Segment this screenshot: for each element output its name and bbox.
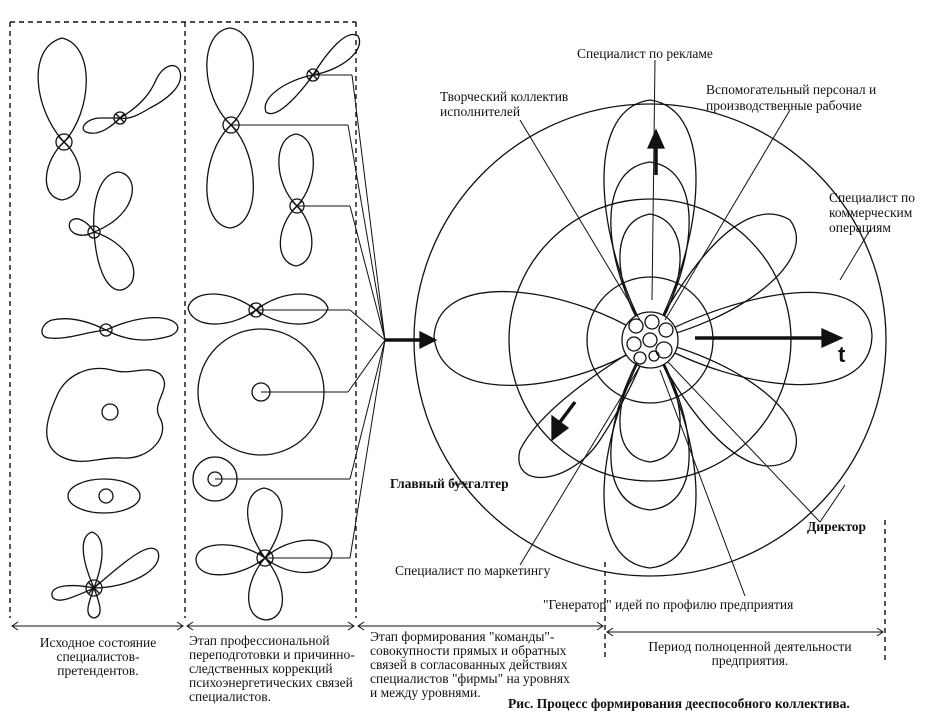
stage-3-line-5: и между уровнями. bbox=[370, 685, 481, 700]
stage-4-line-1: Период полноценной деятельности bbox=[648, 639, 852, 654]
entry-arrow bbox=[385, 330, 438, 350]
shape-four-lobe-1 bbox=[51, 531, 160, 619]
figure-caption: Рис. Процесс формирования дееспособного … bbox=[508, 696, 850, 711]
shape-wavy-1 bbox=[82, 64, 182, 134]
label-director: Директор bbox=[807, 519, 867, 534]
shape-four-lobe-2 bbox=[195, 487, 333, 621]
label-generator: "Генератор" идей по профилю предприятия bbox=[543, 597, 794, 612]
stage-2-line-5: специалистов. bbox=[189, 689, 271, 704]
stage-2-line-1: Этап профессиональной bbox=[189, 633, 330, 648]
column-2-shapes bbox=[187, 27, 361, 621]
stage-caption-4: Период полноценной деятельности предприя… bbox=[620, 640, 880, 668]
time-axis-arrow bbox=[695, 327, 844, 349]
connection-lines bbox=[215, 74, 386, 559]
label-marketing: Специалист по маркетингу bbox=[395, 563, 551, 578]
stage-4-line-2: предприятия. bbox=[711, 653, 789, 668]
label-commercial-3: операциям bbox=[829, 220, 891, 235]
label-creative-team-1: Творческий коллектив bbox=[440, 89, 569, 104]
label-commercial-1: Специалист по bbox=[829, 190, 915, 205]
stage-2-line-2: переподготовки и причинно- bbox=[189, 647, 355, 662]
petal-top-outer bbox=[603, 99, 697, 342]
stage-span-arrows bbox=[11, 621, 884, 637]
label-aux-staff-2: производственные рабочие bbox=[706, 98, 862, 113]
shape-two-lobe-3 bbox=[264, 33, 361, 115]
stage-1-line-3: претендентов. bbox=[57, 663, 139, 678]
petal-lower-right bbox=[648, 339, 797, 467]
shape-horizontal-two-lobe bbox=[187, 293, 329, 325]
leader-director-1 bbox=[667, 361, 821, 523]
stage-2-line-3: следственных коррекций bbox=[189, 661, 333, 676]
shape-two-lobe-1 bbox=[37, 37, 87, 201]
stage-1-line-2: специалистов- bbox=[56, 649, 140, 664]
outer-circle bbox=[413, 103, 887, 577]
shape-three-lobe-1 bbox=[68, 171, 135, 291]
petal-bottom-outer bbox=[603, 338, 697, 569]
leader-creative-team bbox=[519, 119, 641, 321]
shape-two-lobe-4 bbox=[278, 133, 314, 267]
label-advertising: Специалист по рекламе bbox=[577, 46, 713, 61]
shape-two-lobe-2 bbox=[206, 27, 255, 229]
shape-blob-1 bbox=[46, 367, 166, 463]
column-1-shapes bbox=[37, 37, 182, 619]
leader-generator bbox=[659, 369, 746, 597]
leader-lines bbox=[452, 59, 871, 597]
petal-upper-right bbox=[648, 213, 797, 341]
inner-circle bbox=[586, 276, 714, 404]
shape-wavy-2 bbox=[41, 316, 179, 341]
petal-top-inner bbox=[619, 213, 681, 342]
arrow-up bbox=[646, 128, 666, 175]
nucleus bbox=[621, 311, 679, 369]
leader-commercial bbox=[839, 229, 871, 281]
stage-3-line-1: Этап формирования "команды"- bbox=[370, 629, 555, 644]
petal-lower-left bbox=[518, 338, 652, 479]
stage-caption-3: Этап формирования "команды"- совокупност… bbox=[370, 630, 605, 700]
middle-circle bbox=[508, 198, 792, 482]
leader-advertising bbox=[651, 59, 656, 301]
label-aux-staff-1: Вспомогательный персонал и bbox=[706, 82, 877, 97]
stage-caption-1: Исходное состояние специалистов- претенд… bbox=[14, 636, 182, 678]
arrow-down-left bbox=[551, 400, 577, 442]
stage-caption-2: Этап профессиональной переподготовки и п… bbox=[189, 634, 357, 704]
petal-top-mid bbox=[610, 161, 690, 342]
stage-dividers bbox=[9, 21, 886, 660]
stage-3-line-2: совокупности прямых и обратных bbox=[370, 643, 567, 658]
label-accountant: Главный бухгалтер bbox=[390, 476, 509, 491]
stage-1-line-1: Исходное состояние bbox=[39, 635, 157, 650]
leader-aux-staff bbox=[664, 109, 791, 321]
stage-3-line-4: специалистов "фирмы" на уровнях bbox=[370, 671, 570, 686]
stage-2-line-4: психоэнергетических связей bbox=[189, 675, 353, 690]
label-time-axis: t bbox=[838, 342, 846, 367]
label-commercial-2: коммерческим bbox=[829, 205, 913, 220]
leader-director-2 bbox=[819, 484, 846, 523]
stage-3-line-3: связей в согласованных действиях bbox=[370, 657, 568, 672]
main-diagram bbox=[413, 59, 887, 597]
label-creative-team-2: исполнителей bbox=[440, 104, 521, 119]
petal-left bbox=[433, 290, 652, 386]
shape-ellipse-1 bbox=[67, 478, 141, 514]
leader-marketing bbox=[519, 365, 641, 566]
